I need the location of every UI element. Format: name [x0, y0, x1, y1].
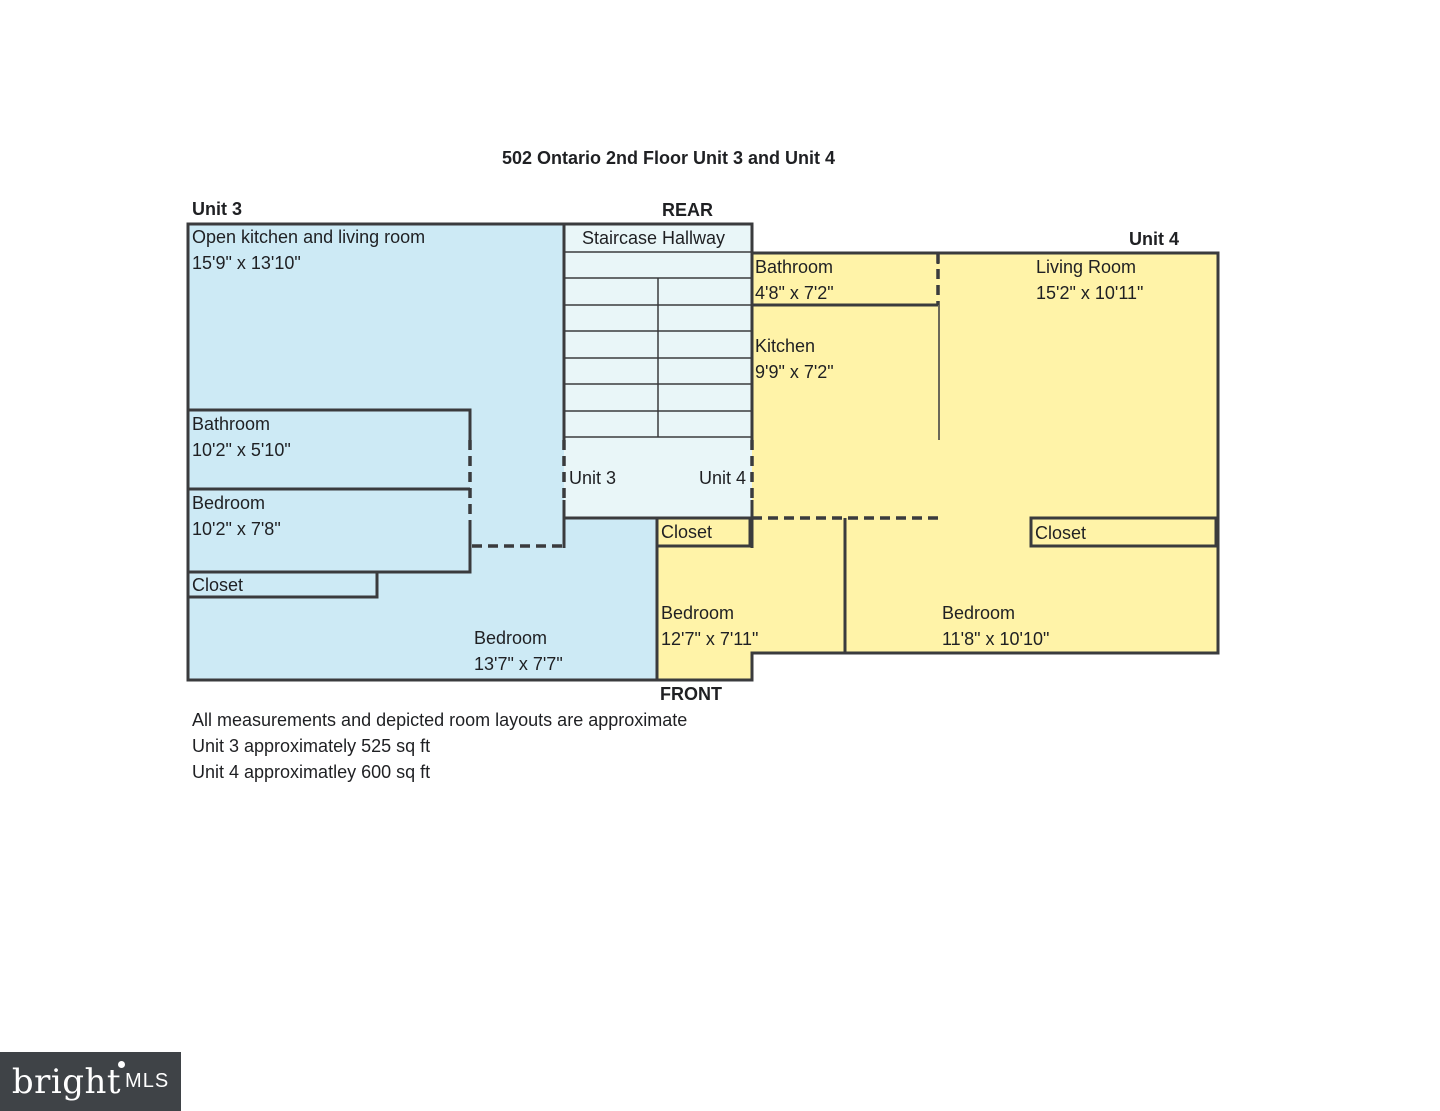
staircase-wall: [564, 222, 754, 440]
room-name: Bathroom: [755, 257, 834, 277]
room-size: 15'2" x 10'11": [1036, 283, 1144, 303]
staircase-unit3-label: Unit 3: [569, 468, 617, 488]
room-u3-open-kitchen: Open kitchen and living room 15'9" x 13'…: [192, 224, 425, 276]
room-name: Living Room: [1036, 257, 1137, 277]
u3-closet-wall: [188, 572, 379, 599]
room-size: 11'8" x 10'10": [942, 629, 1050, 649]
logo-dot-icon: [118, 1061, 125, 1068]
room-u4-living: Living Room 15'2" x 10'11": [1036, 254, 1143, 306]
room-size: 13'7" x 7'7": [474, 654, 563, 674]
room-name: Closet: [661, 522, 713, 542]
room-staircase: Staircase Hallway: [582, 225, 725, 251]
unit4-area: [657, 253, 1218, 680]
staircase-unit4-label: Unit 4: [699, 468, 747, 488]
staircase-steps: [564, 251, 752, 438]
u3-bath-bed-walls: [188, 408, 472, 440]
room-size: 4'8" x 7'2": [755, 283, 834, 303]
unit3-heading: Unit 3: [192, 199, 243, 219]
note-unit3-area: Unit 3 approximately 525 sq ft: [192, 736, 431, 756]
note-approximate: All measurements and depicted room layou…: [192, 710, 688, 730]
room-name: Closet: [1035, 523, 1087, 543]
room-name: Bedroom: [474, 628, 548, 648]
room-u4-closet-left: Closet: [661, 519, 712, 545]
room-name: Closet: [192, 575, 244, 595]
room-size: 15'9" x 13'10": [192, 253, 301, 273]
room-name: Open kitchen and living room: [192, 227, 426, 247]
note-unit4-area: Unit 4 approximatley 600 sq ft: [192, 762, 431, 782]
room-name: Kitchen: [755, 336, 816, 356]
logo-suffix: MLS: [125, 1070, 170, 1092]
doorways: [468, 253, 940, 548]
room-u3-bedroom-front: Bedroom 13'7" x 7'7": [474, 625, 563, 677]
room-u4-bathroom: Bathroom 4'8" x 7'2": [755, 254, 834, 306]
room-u4-bedroom-left: Bedroom 12'7" x 7'11": [661, 600, 758, 652]
front-label: FRONT: [660, 684, 722, 704]
room-name: Bedroom: [192, 493, 266, 513]
logo-word: bright: [11, 1061, 122, 1102]
room-u3-bedroom-small: Bedroom 10'2" x 7'8": [192, 490, 281, 542]
room-u3-bathroom: Bathroom 10'2" x 5'10": [192, 411, 291, 463]
plan-title: 502 Ontario 2nd Floor Unit 3 and Unit 4: [502, 148, 836, 168]
room-u4-kitchen: Kitchen 9'9" x 7'2": [755, 333, 834, 385]
unit4-outer-wall: [655, 251, 1220, 682]
room-size: 9'9" x 7'2": [755, 362, 834, 382]
room-name: Staircase Hallway: [582, 228, 726, 248]
rear-label: REAR: [662, 200, 714, 220]
room-size: 10'2" x 7'8": [192, 519, 281, 539]
room-size: 12'7" x 7'11": [661, 629, 759, 649]
u4-closet-right-wall: [1029, 516, 1218, 548]
bright-mls-logo: bright MLS: [0, 1052, 181, 1111]
room-size: 10'2" x 5'10": [192, 440, 291, 460]
u4-closet-left-wall: [655, 516, 752, 548]
room-u4-bedroom-right: Bedroom 11'8" x 10'10": [942, 600, 1049, 652]
unit3-outer-wall: [186, 222, 657, 682]
unit4-heading: Unit 4: [1129, 229, 1180, 249]
notes-block: All measurements and depicted room layou…: [192, 707, 687, 785]
room-name: Bathroom: [192, 414, 271, 434]
unit3-area: [188, 224, 657, 680]
room-name: Bedroom: [942, 603, 1016, 623]
room-u3-closet: Closet: [192, 572, 243, 598]
room-u4-closet-right: Closet: [1035, 520, 1086, 546]
room-name: Bedroom: [661, 603, 735, 623]
